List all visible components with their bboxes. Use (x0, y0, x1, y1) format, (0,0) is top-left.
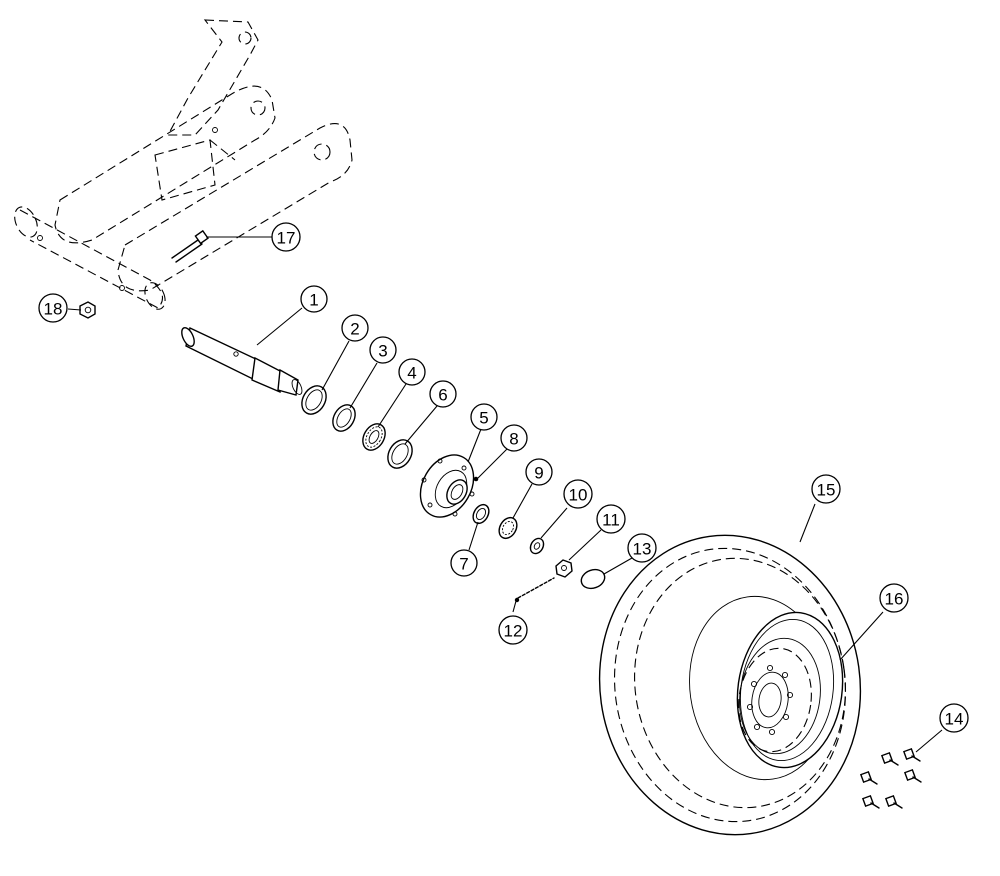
part-5-hub (419, 454, 475, 518)
svg-text:14: 14 (945, 710, 964, 729)
part-6-cup (387, 439, 413, 469)
part-17-bolt (171, 229, 209, 263)
svg-text:15: 15 (817, 481, 836, 500)
svg-text:13: 13 (633, 540, 652, 559)
callout-13: 13 (627, 533, 657, 563)
svg-text:12: 12 (504, 622, 523, 641)
callout-18: 18 (38, 293, 68, 323)
part-14-bolts (859, 747, 922, 809)
part-1-spindle (181, 326, 303, 396)
callout-14: 14 (939, 703, 969, 733)
callout-6: 6 (429, 380, 457, 408)
svg-text:9: 9 (534, 464, 543, 483)
part-18-nut (79, 301, 96, 319)
callout-17: 17 (271, 222, 301, 252)
svg-text:2: 2 (350, 320, 359, 339)
callout-2: 2 (341, 314, 369, 342)
svg-text:4: 4 (407, 364, 416, 383)
callout-1: 1 (300, 285, 328, 313)
part-2-seal (301, 385, 327, 415)
callout-8: 8 (500, 424, 528, 452)
svg-text:11: 11 (602, 511, 620, 530)
svg-text:17: 17 (277, 229, 296, 248)
callout-9: 9 (525, 458, 553, 486)
svg-text:8: 8 (509, 430, 518, 449)
callout-3: 3 (369, 336, 397, 364)
part-3-ring (332, 404, 356, 432)
leader-lines (67, 236, 943, 753)
callout-10: 10 (563, 479, 593, 509)
part-16-rim (736, 611, 844, 769)
svg-text:18: 18 (44, 300, 63, 319)
svg-text:10: 10 (569, 486, 588, 505)
part-8-fitting (473, 476, 479, 482)
svg-text:6: 6 (438, 386, 447, 405)
svg-text:3: 3 (378, 342, 387, 361)
callout-4: 4 (398, 358, 426, 386)
callout-7: 7 (450, 549, 478, 577)
part-9-bearing (498, 516, 518, 540)
svg-text:1: 1 (309, 291, 318, 310)
part-10-washer (529, 537, 545, 555)
callout-15: 15 (811, 474, 841, 504)
svg-text:7: 7 (459, 555, 468, 574)
callout-12: 12 (498, 615, 528, 645)
frame-arm-assembly (14, 19, 353, 310)
part-11-nut (555, 559, 573, 578)
svg-text:5: 5 (479, 409, 488, 428)
callout-11: 11 (596, 504, 626, 534)
part-13-cap (580, 568, 606, 590)
callout-5: 5 (470, 403, 498, 431)
part-12-pin (514, 577, 555, 603)
svg-text:16: 16 (885, 590, 904, 609)
callout-16: 16 (879, 583, 909, 613)
part-4-bearing (362, 423, 386, 451)
part-7-seal (472, 503, 490, 525)
